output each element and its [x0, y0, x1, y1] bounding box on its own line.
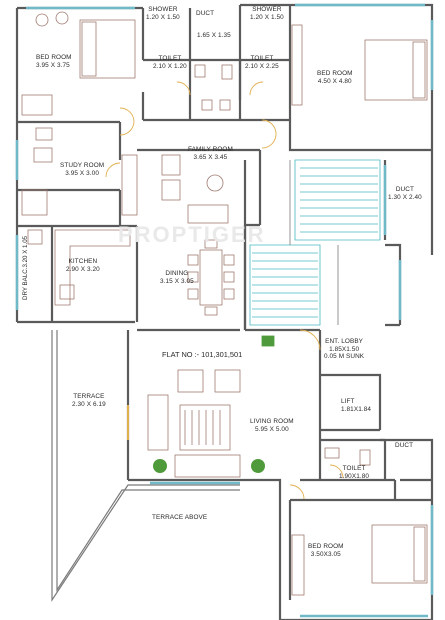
door-toilet1 — [176, 81, 191, 96]
staircase — [249, 159, 381, 326]
door-family-right — [261, 119, 277, 135]
door-bed2 — [261, 133, 277, 149]
room-label-duct-small: DUCT — [395, 442, 414, 449]
door-toilet2 — [249, 81, 264, 96]
door-bed3 — [289, 484, 305, 500]
dining-table — [199, 249, 223, 306]
wall-kitchen — [50, 226, 139, 324]
room-label-duct-top: DUCT — [196, 10, 215, 17]
plant-2 — [251, 459, 265, 473]
room-label-dry-balc: DRY BALC.3.20 X 1.05 — [22, 235, 29, 300]
door-toilet3 — [329, 464, 344, 479]
bed-1 — [79, 19, 136, 79]
plant-1 — [153, 459, 167, 473]
wall-family — [118, 122, 262, 227]
wall-toilet3 — [300, 438, 432, 500]
door-ent — [299, 329, 321, 351]
wall-bath-area — [141, 58, 290, 122]
wall-top-right — [141, 3, 434, 255]
door-family-left — [119, 121, 135, 136]
wall-lift — [318, 330, 434, 620]
bed-3 — [371, 524, 428, 584]
bed-2 — [364, 39, 428, 101]
wall-bed3 — [288, 498, 432, 600]
terrace-outline — [51, 330, 240, 602]
flat-number: FLAT NO :- 101,301,501 — [162, 350, 243, 359]
rug — [179, 404, 231, 451]
door-bed1 — [119, 107, 135, 123]
room-label-terrace-above: TERRACE ABOVE — [152, 514, 208, 521]
watermark: PROPTIGER — [118, 222, 266, 247]
wall-living — [126, 330, 432, 620]
door-study — [105, 162, 121, 178]
room-label-duct-top-dim: 1.65 X 1.35 — [197, 32, 231, 39]
